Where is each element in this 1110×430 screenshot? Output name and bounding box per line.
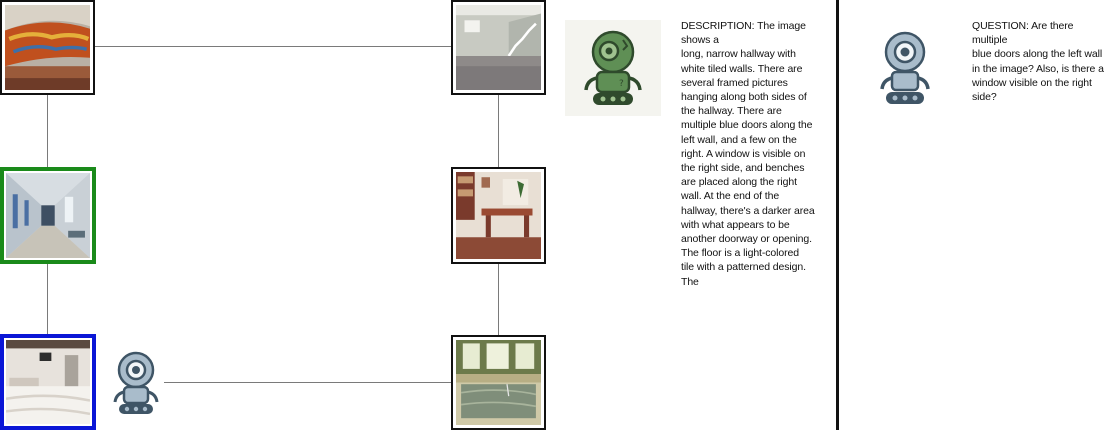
lobby-photo xyxy=(5,5,90,90)
bedroom-photo xyxy=(6,340,90,424)
basement-photo xyxy=(456,5,541,90)
agent-robot-icon xyxy=(106,348,166,418)
node-bedroom-image-agent[interactable] xyxy=(0,334,96,430)
describer-robot-icon: ? xyxy=(565,20,661,116)
edge-right-upper xyxy=(498,94,499,168)
edge-top xyxy=(94,46,452,47)
panel-divider xyxy=(836,0,839,430)
pool-photo xyxy=(456,340,541,425)
edge-left-upper xyxy=(47,94,48,168)
questioner-robot-icon xyxy=(872,28,938,110)
node-hallway-image-current[interactable] xyxy=(0,167,96,264)
svg-text:?: ? xyxy=(619,79,624,89)
edge-right-lower xyxy=(498,263,499,336)
question-text: QUESTION: Are there multiple blue doors … xyxy=(972,20,1104,104)
node-office-image[interactable] xyxy=(451,167,546,264)
office-photo xyxy=(456,172,541,259)
node-pool-image[interactable] xyxy=(451,335,546,430)
node-basement-image[interactable] xyxy=(451,0,546,95)
hallway-photo xyxy=(6,173,90,258)
description-text: DESCRIPTION: The image shows a long, nar… xyxy=(681,20,815,288)
edge-bottom xyxy=(164,382,452,383)
node-lobby-image[interactable] xyxy=(0,0,95,95)
edge-left-lower xyxy=(47,263,48,335)
